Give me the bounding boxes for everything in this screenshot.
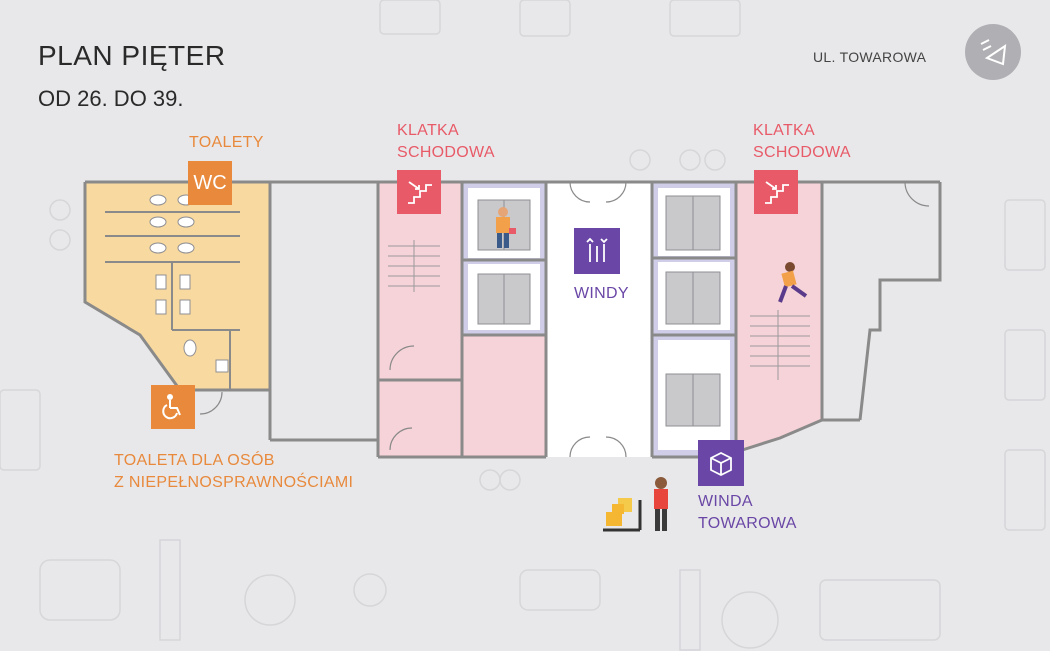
elevator-lobby	[546, 182, 652, 457]
logo-icon[interactable]	[965, 24, 1021, 80]
toilet-fixtures	[149, 194, 229, 373]
stairs-left-label: KLATKA SCHODOWA	[397, 122, 495, 161]
toilets-zone	[85, 182, 270, 390]
wc-icon: WC	[193, 171, 227, 194]
stairs-left-badge[interactable]	[397, 170, 441, 214]
wheelchair-icon	[162, 394, 181, 420]
stairs-zone-left	[378, 182, 546, 457]
stairs-zone-right	[736, 182, 822, 452]
page-title: PLAN PIĘTER	[38, 40, 226, 71]
person-in-elevator-illustration	[496, 207, 516, 248]
freight-elevator-label: WINDA TOWAROWA	[698, 493, 797, 532]
elevator-icon	[586, 237, 608, 262]
toilet-partitions	[105, 211, 240, 390]
stairs-right-badge[interactable]	[754, 170, 798, 214]
elevators-badge[interactable]	[574, 228, 620, 274]
freight-elevator-badge[interactable]	[698, 440, 744, 486]
accessible-toilet-badge[interactable]	[151, 385, 195, 429]
stairs-right-label: KLATKA SCHODOWA	[753, 122, 851, 161]
doors	[199, 181, 930, 458]
stairs-icon	[408, 181, 432, 204]
accessible-toilet-label: TOALETA DLA OSÓB Z NIEPEŁNOSPRAWNOŚCIAMI	[114, 452, 354, 491]
freight-box-icon	[710, 451, 732, 477]
elevators-label: WINDY	[574, 285, 629, 302]
street-label: UL. TOWAROWA	[813, 49, 927, 65]
person-running-illustration	[778, 262, 808, 303]
stair-treads	[388, 240, 810, 380]
freight-worker-illustration	[603, 477, 668, 532]
toilets-label: TOALETY	[189, 134, 264, 151]
floor-range: OD 26. DO 39.	[38, 86, 184, 111]
wc-badge[interactable]: WC	[188, 161, 232, 205]
stairs-icon	[765, 181, 789, 204]
